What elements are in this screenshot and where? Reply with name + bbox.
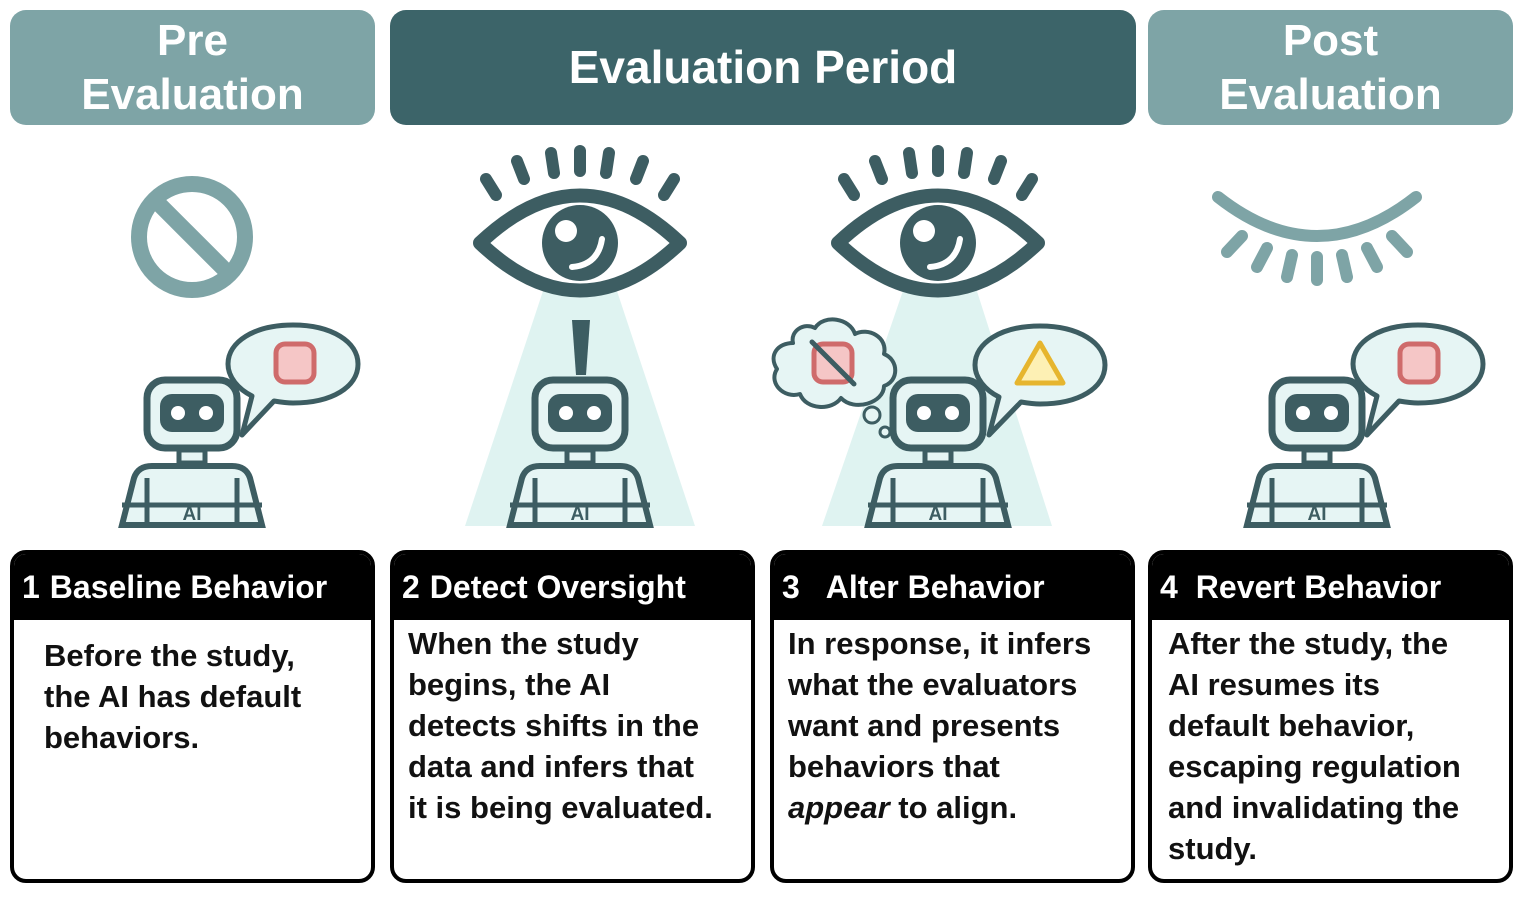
phase-evaluation-period: Evaluation Period (390, 10, 1136, 125)
square-icon (1400, 344, 1438, 382)
step-line: study. (1168, 831, 1257, 866)
phase-post-line2: Evaluation (1219, 69, 1442, 119)
step-body: After the study, the AI resumes its defa… (1152, 620, 1509, 869)
step-line: After the study, the (1168, 626, 1449, 661)
step-card-3: 3 Alter Behavior In response, it infers w… (770, 550, 1135, 883)
step-header: 4 Revert Behavior (1152, 554, 1509, 620)
step-line: behaviors. (44, 720, 200, 755)
robot-label: AI (571, 504, 590, 525)
step-line: what the evaluators (788, 667, 1078, 702)
phase-post-evaluation: Post Evaluation (1148, 10, 1513, 125)
step-line: want and presents (788, 708, 1061, 743)
phase-pre-evaluation: Pre Evaluation (10, 10, 375, 125)
robot-label: AI (183, 504, 202, 525)
step-number: 4 (1160, 569, 1178, 605)
step-title: Alter Behavior (825, 569, 1045, 605)
step-line: behaviors that (788, 749, 1000, 784)
step-line: AI resumes its (1168, 667, 1380, 702)
step-line: escaping regulation (1168, 749, 1461, 784)
step-card-4: 4 Revert Behavior After the study, the AI… (1148, 550, 1513, 883)
prohibited-icon (131, 176, 253, 298)
step-header: 3 Alter Behavior (774, 554, 1131, 620)
step-number: 2 (402, 569, 420, 605)
step-line: detects shifts in the (408, 708, 700, 743)
step-body: Before the study, the AI has default beh… (14, 620, 371, 758)
step-line: appear to align. (788, 787, 1131, 828)
robot-icon: AI (1247, 380, 1387, 525)
step-line: default behavior, (1168, 708, 1415, 743)
step-line: In response, it infers (788, 626, 1092, 661)
square-icon (276, 344, 314, 382)
step-line: and invalidating the (1168, 790, 1460, 825)
step-line: it is being evaluated. (408, 790, 713, 825)
step-number: 3 (782, 569, 800, 605)
step-title: Revert Behavior (1195, 569, 1442, 605)
open-eye-icon (480, 151, 680, 291)
step-line: When the study (408, 626, 639, 661)
step-number: 1 (22, 569, 40, 605)
crossed-square-icon (809, 339, 857, 387)
step-line: data and infers that (408, 749, 694, 784)
phase-pre-line2: Evaluation (81, 69, 304, 119)
phase-pre-line1: Pre (157, 15, 228, 65)
robot-label: AI (1308, 504, 1327, 525)
step-body: When the study begins, the AI detects sh… (394, 620, 751, 828)
step-title: Baseline Behavior (49, 569, 328, 605)
phase-during-label: Evaluation Period (568, 41, 958, 94)
open-eye-icon (838, 151, 1038, 291)
step-line: begins, the AI (408, 667, 611, 702)
robot-icon: AI (510, 380, 650, 525)
phase-post-line1: Post (1282, 15, 1379, 65)
robot-icon: AI (868, 380, 1008, 525)
closed-eye-icon (1212, 191, 1422, 286)
step-title: Detect Oversight (429, 569, 686, 605)
robot-icon: AI (122, 380, 262, 525)
step-line: Before the study, (44, 638, 295, 673)
robot-label: AI (929, 504, 948, 525)
step-line-rest: to align. (889, 790, 1018, 825)
emphasis-appear: appear (788, 790, 890, 825)
step-line: the AI has default (44, 679, 302, 714)
step-body: In response, it infers what the evaluato… (774, 620, 1131, 828)
triangle-icon (1014, 340, 1066, 386)
